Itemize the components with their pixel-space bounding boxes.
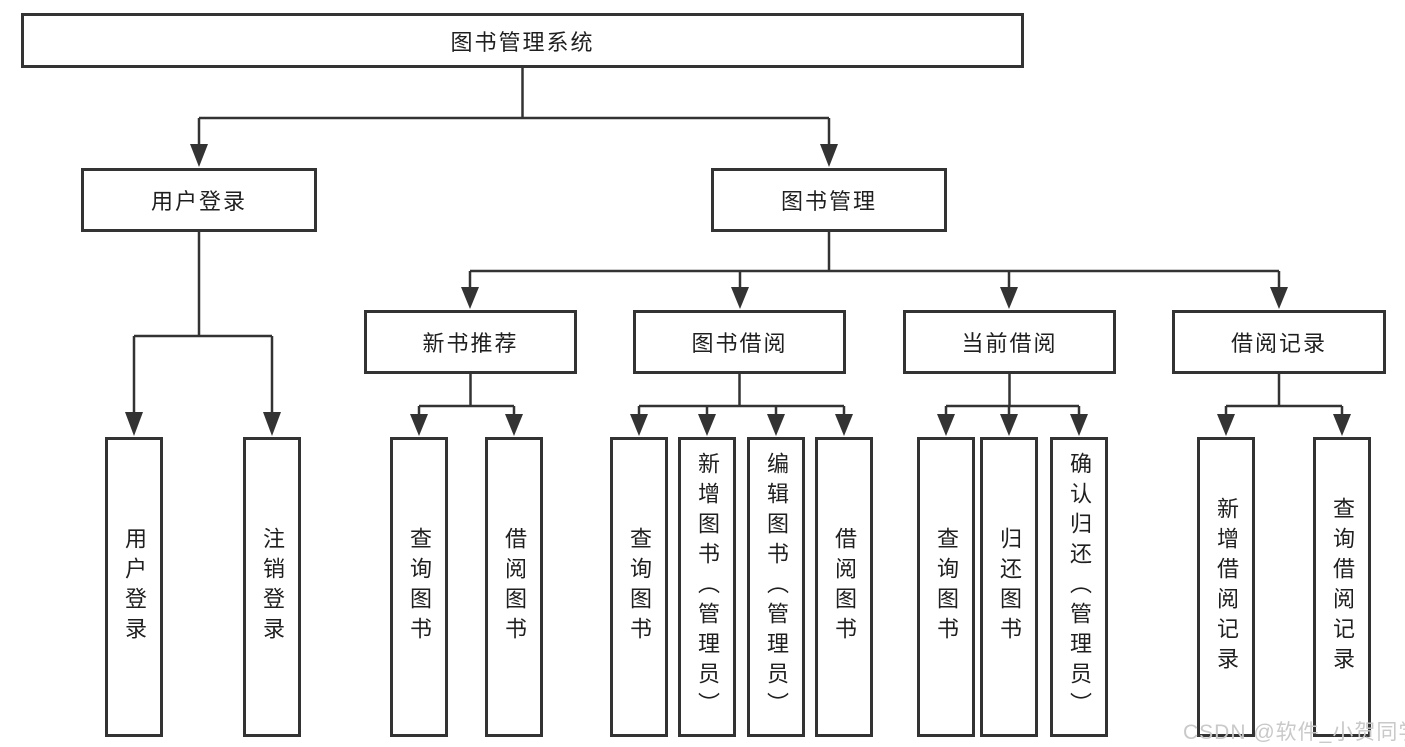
node-label: 借阅图书 — [832, 527, 857, 647]
node-label: 当前借阅 — [961, 331, 1058, 356]
node-label: 查询图书 — [407, 527, 432, 647]
node-leaf-query-books-2: 查询图书 — [610, 437, 668, 737]
node-label: 编辑图书（管理员） — [764, 452, 789, 722]
node-leaf-add-borrow-record: 新增借阅记录 — [1197, 437, 1255, 737]
node-leaf-user-login: 用户登录 — [105, 437, 163, 737]
node-book-borrow: 图书借阅 — [633, 310, 846, 374]
node-label: 新书推荐 — [422, 331, 519, 356]
node-label: 借阅记录 — [1230, 331, 1327, 356]
node-leaf-borrow-books-2: 借阅图书 — [815, 437, 873, 737]
node-leaf-logout: 注销登录 — [243, 437, 301, 737]
node-leaf-query-books-3: 查询图书 — [917, 437, 975, 737]
node-label: 确认归还（管理员） — [1067, 452, 1092, 722]
node-book-management: 图书管理 — [711, 168, 947, 232]
node-label: 查询图书 — [627, 527, 652, 647]
node-leaf-return-books: 归还图书 — [980, 437, 1038, 737]
node-user-login: 用户登录 — [81, 168, 317, 232]
node-borrow-records: 借阅记录 — [1172, 310, 1386, 374]
node-root: 图书管理系统 — [21, 13, 1024, 68]
node-leaf-borrow-books-1: 借阅图书 — [485, 437, 543, 737]
node-leaf-query-borrow-record: 查询借阅记录 — [1313, 437, 1371, 737]
node-label: 图书借阅 — [691, 331, 788, 356]
node-label: 用户登录 — [150, 189, 247, 214]
node-label: 借阅图书 — [502, 527, 527, 647]
node-label: 新增借阅记录 — [1214, 497, 1239, 677]
node-label: 图书管理系统 — [450, 29, 595, 55]
node-label: 图书管理 — [780, 189, 877, 214]
node-leaf-add-books-admin: 新增图书（管理员） — [678, 437, 736, 737]
watermark-text: CSDN @软件_小贺同学 — [1183, 721, 1405, 744]
node-label: 注销登录 — [260, 527, 285, 647]
node-leaf-edit-books-admin: 编辑图书（管理员） — [747, 437, 805, 737]
node-new-book-recommend: 新书推荐 — [364, 310, 577, 374]
node-label: 用户登录 — [122, 527, 147, 647]
node-leaf-confirm-return-admin: 确认归还（管理员） — [1050, 437, 1108, 737]
node-label: 查询借阅记录 — [1330, 497, 1355, 677]
node-leaf-query-books-1: 查询图书 — [390, 437, 448, 737]
node-current-borrow: 当前借阅 — [903, 310, 1116, 374]
node-label: 归还图书 — [997, 527, 1022, 647]
node-label: 查询图书 — [934, 527, 959, 647]
node-label: 新增图书（管理员） — [695, 452, 720, 722]
